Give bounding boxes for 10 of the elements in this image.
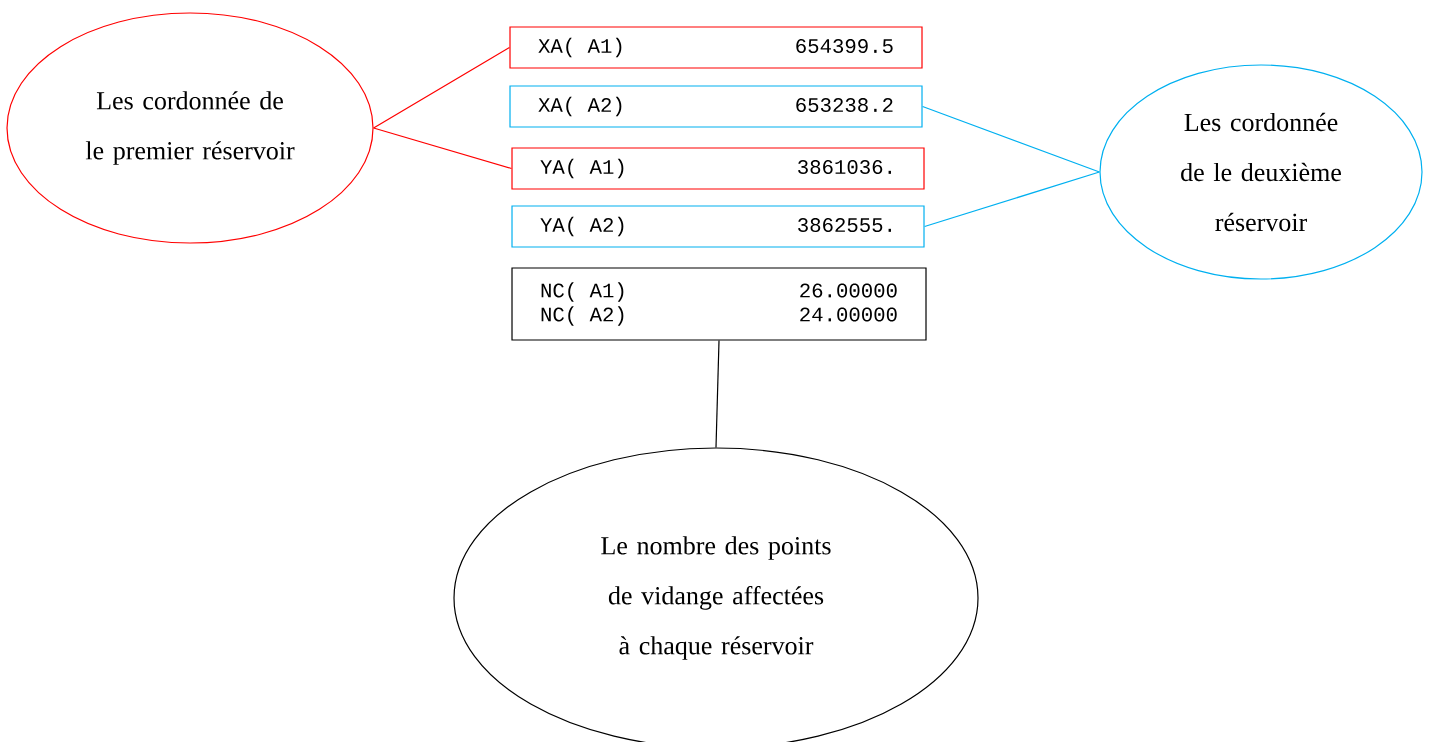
value-box: YA( A2) 3862555. bbox=[511, 205, 925, 248]
connector-line bbox=[373, 46, 510, 129]
value-box: YA( A1) 3861036. bbox=[511, 147, 925, 190]
connector-line bbox=[924, 171, 1100, 228]
value-box: XA( A1) 654399.5 bbox=[509, 26, 923, 69]
connector-line bbox=[373, 127, 512, 170]
connector-line bbox=[715, 340, 720, 448]
value-box: NC( A1) 26.00000 NC( A2) 24.00000 bbox=[511, 267, 927, 341]
value-box: XA( A2) 653238.2 bbox=[509, 85, 923, 128]
connector-line bbox=[922, 105, 1100, 173]
